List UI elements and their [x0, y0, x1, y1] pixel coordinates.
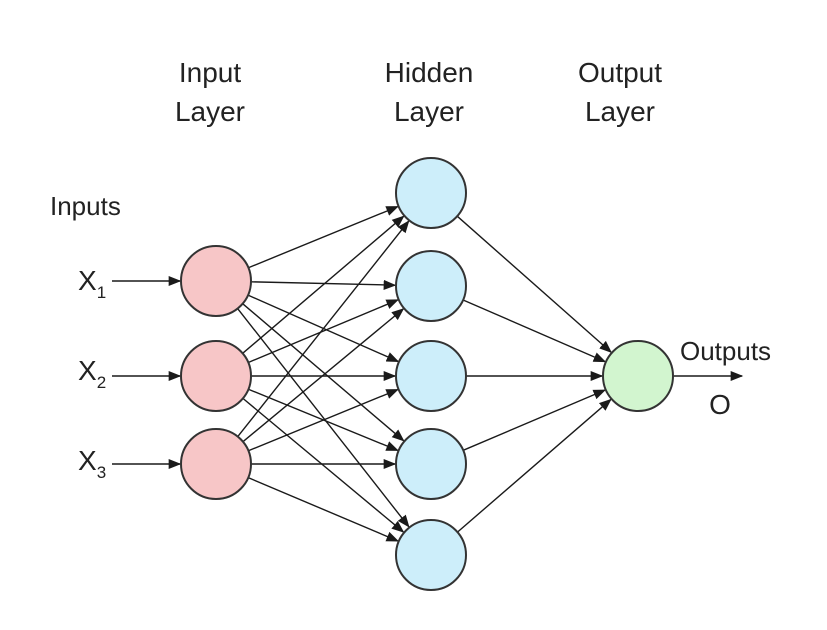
outputs-label: Outputs — [680, 336, 771, 366]
hidden-node-4 — [395, 428, 467, 500]
hidden-node-1 — [395, 157, 467, 229]
output-layer-title-line1: Output — [578, 57, 662, 88]
edge-hidden-5-to-output-1 — [457, 398, 612, 533]
edge-hidden-1-to-output-1 — [456, 215, 612, 353]
input-var-x3: X3 — [78, 445, 106, 482]
edge-input-3-to-hidden-3 — [248, 388, 399, 452]
edge-input-2-to-hidden-1 — [242, 215, 405, 354]
hidden-layer-title-line2: Layer — [394, 96, 464, 127]
output-node-1 — [602, 340, 674, 412]
edge-input-3-to-hidden-5 — [247, 476, 400, 542]
input-node-1 — [180, 245, 252, 317]
connection-edges — [237, 205, 612, 542]
edge-input-3-to-hidden-1 — [237, 220, 410, 438]
nodes — [180, 157, 674, 591]
edge-input-3-to-hidden-2 — [242, 308, 405, 443]
hidden-layer-title-line1: Hidden — [385, 57, 474, 88]
edge-input-1-to-hidden-2 — [250, 279, 397, 290]
edge-input-2-to-hidden-2 — [248, 299, 399, 364]
edge-input-1-to-hidden-4 — [242, 303, 405, 442]
edge-hidden-2-to-output-1 — [462, 299, 607, 363]
inputs-label: Inputs — [50, 191, 121, 221]
input-var-x1: X1 — [78, 265, 106, 302]
hidden-node-3 — [395, 340, 467, 412]
edge-input-1-to-hidden-5 — [237, 308, 410, 528]
edge-input-2-to-hidden-5 — [242, 397, 405, 533]
input-var-x2: X2 — [78, 355, 106, 392]
edge-hidden-4-to-output-1 — [462, 389, 607, 451]
input-layer-title-line1: Input — [179, 57, 241, 88]
input-layer-title-line2: Layer — [175, 96, 245, 127]
hidden-node-2 — [395, 250, 467, 322]
output-symbol: O — [709, 389, 731, 420]
input-node-3 — [180, 428, 252, 500]
input-node-2 — [180, 340, 252, 412]
edge-input-1-to-hidden-1 — [248, 205, 399, 269]
hidden-node-5 — [395, 519, 467, 591]
output-layer-title-line2: Layer — [585, 96, 655, 127]
